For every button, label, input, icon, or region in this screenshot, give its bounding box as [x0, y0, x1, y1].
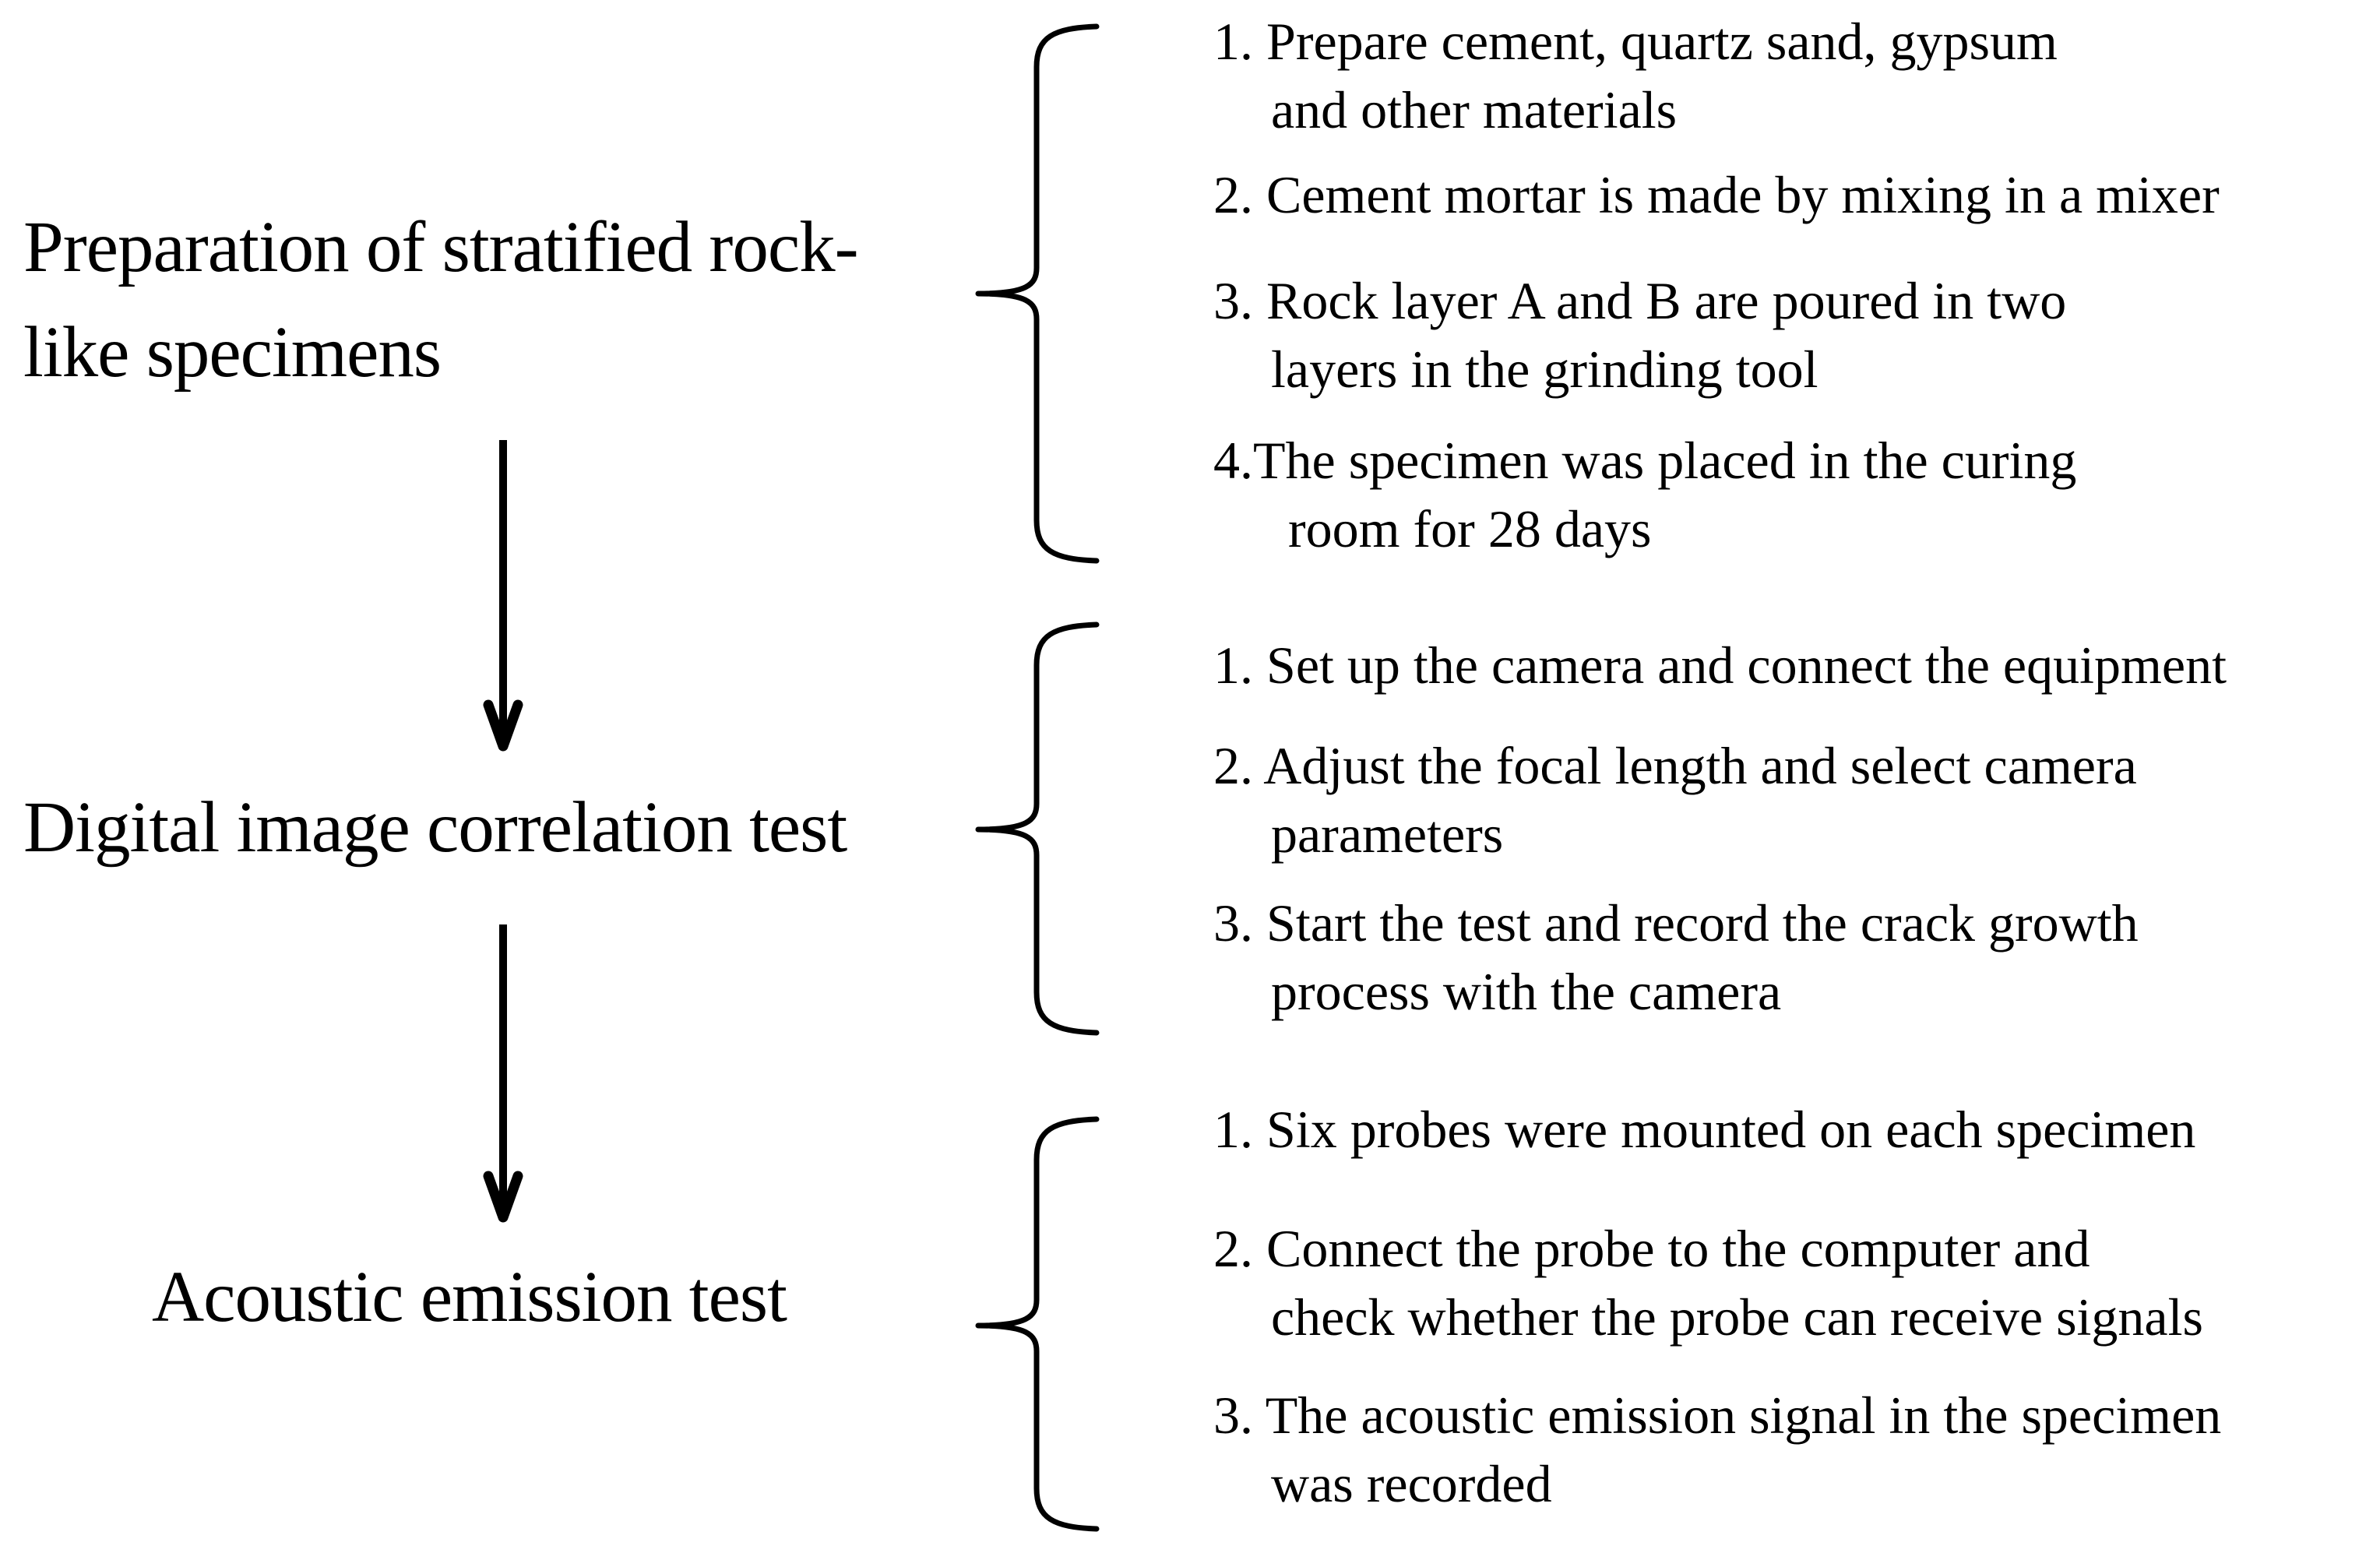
step-item: 2. Cement mortar is made by mixing in a …: [1213, 160, 2380, 229]
stage-label-line: Preparation of stratified rock-: [23, 207, 859, 287]
step-line: room for 28 days: [1288, 499, 1652, 558]
down-arrow-icon: [483, 440, 523, 752]
step-item: 2. Connect the probe to the computer and…: [1213, 1214, 2380, 1351]
stage-label-dic-test: Digital image correlation test: [23, 775, 847, 880]
step-line: was recorded: [1271, 1454, 1552, 1513]
step-line: check whether the probe can receive sign…: [1271, 1287, 2203, 1347]
step-line: 2. Cement mortar is made by mixing in a …: [1213, 165, 2220, 224]
stage-label-preparation: Preparation of stratified rock- like spe…: [23, 195, 859, 405]
step-line: 2. Adjust the focal length and select ca…: [1213, 736, 2137, 795]
step-line: 1. Prepare cement, quartz sand, gypsum: [1213, 12, 2058, 71]
step-line: and other materials: [1271, 80, 1678, 139]
step-line: 3. Rock layer A and B are poured in two: [1213, 271, 2067, 330]
step-item: 2. Adjust the focal length and select ca…: [1213, 731, 2380, 868]
step-line: 4.The specimen was placed in the curing: [1213, 431, 2077, 490]
step-line: 3. The acoustic emission signal in the s…: [1213, 1386, 2222, 1445]
stage-label-line: Digital image correlation test: [23, 787, 847, 868]
step-line: 2. Connect the probe to the computer and: [1213, 1219, 2090, 1278]
brace-stage-1: [975, 23, 1100, 564]
step-item: 3. Start the test and record the crack g…: [1213, 889, 2380, 1026]
step-item: 4.The specimen was placed in the curing …: [1213, 426, 2380, 563]
step-line: layers in the grinding tool: [1271, 340, 1818, 399]
step-line: process with the camera: [1271, 962, 1782, 1021]
step-item: 1. Set up the camera and connect the equ…: [1213, 631, 2380, 699]
step-item: 3. The acoustic emission signal in the s…: [1213, 1381, 2380, 1518]
step-line: 1. Six probes were mounted on each speci…: [1213, 1100, 2196, 1159]
stage-label-line: Acoustic emission test: [152, 1257, 787, 1337]
step-line: 1. Set up the camera and connect the equ…: [1213, 636, 2227, 695]
step-item: 1. Six probes were mounted on each speci…: [1213, 1095, 2380, 1164]
step-item: 3. Rock layer A and B are poured in two …: [1213, 266, 2380, 403]
stage-label-ae-test: Acoustic emission test: [152, 1245, 787, 1350]
step-line: 3. Start the test and record the crack g…: [1213, 893, 2139, 953]
stage-label-line: like specimens: [23, 312, 442, 393]
brace-stage-3: [975, 1116, 1100, 1532]
step-item: 1. Prepare cement, quartz sand, gypsum a…: [1213, 7, 2380, 144]
down-arrow-icon: [483, 924, 523, 1223]
brace-stage-2: [975, 622, 1100, 1036]
step-line: parameters: [1271, 805, 1504, 864]
